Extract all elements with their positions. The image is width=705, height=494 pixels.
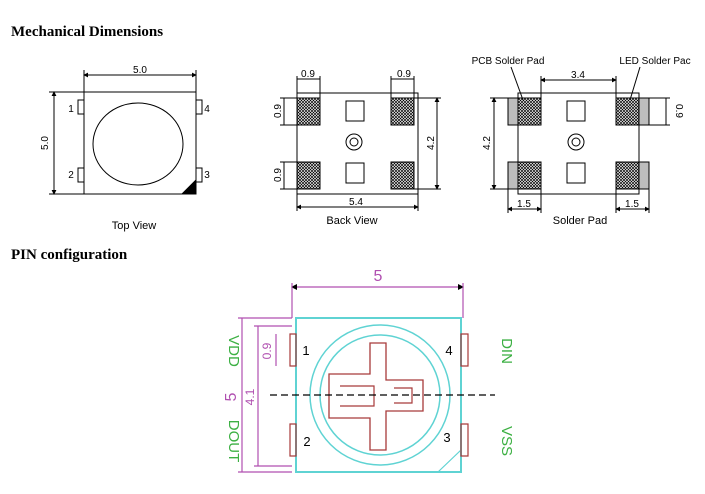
solder-pad-right-label: 1.5 (625, 199, 639, 210)
led-solder-pad (615, 97, 640, 126)
led-solder-pad (615, 161, 640, 190)
led-leader-line (629, 66, 641, 101)
top-view-pin-2-label: 2 (68, 170, 74, 181)
pin-config-pad (289, 333, 297, 367)
back-view-pad (390, 161, 415, 190)
back-view-pad-height-bottom-label: 0.9 (273, 168, 284, 182)
pin-name-vdd: VDD (225, 335, 242, 367)
pin-config-inner-label: 4.1 (243, 388, 257, 405)
back-view-pad (296, 161, 321, 190)
pin-config-pin-1-label: 1 (302, 343, 309, 358)
top-view-body (83, 91, 197, 195)
back-view-caption: Back View (326, 215, 377, 227)
back-view-pad (390, 97, 415, 126)
back-view-body (296, 92, 419, 195)
pin-config-pad-height-label: 0.9 (260, 342, 274, 359)
pcb-solder-pad (638, 161, 650, 190)
top-view-caption: Top View (112, 220, 156, 232)
led-solder-pad (517, 161, 542, 190)
solder-pad-height-label: 4.2 (482, 136, 493, 150)
solder-pad-drawing (490, 66, 670, 213)
top-view-pin-tab (195, 99, 203, 115)
back-view-ring-inner (349, 137, 359, 147)
top-view-height-label: 5.0 (40, 136, 51, 150)
pcb-solder-pad-label: PCB Solder Pad (472, 56, 545, 67)
top-view-pin-tab (77, 167, 85, 183)
top-view-pin-tab (195, 167, 203, 183)
pcb-solder-pad (638, 97, 650, 126)
pin-config-pin-4-label: 4 (445, 343, 452, 358)
solder-pad-square (566, 162, 586, 184)
mechanical-dimensions-heading: Mechanical Dimensions (11, 24, 164, 40)
back-view-square (345, 100, 365, 122)
top-view-pin-1-label: 1 (68, 104, 74, 115)
pin-name-vss: VSS (498, 426, 515, 456)
solder-pad-square (566, 100, 586, 122)
pin-config-die-inner-left (340, 385, 375, 407)
solder-pad-ring-outer (567, 133, 585, 151)
back-view-square (345, 162, 365, 184)
pin-configuration-heading: PIN configuration (11, 247, 128, 263)
top-view-pin-3-label: 3 (204, 170, 210, 181)
top-view-width-label: 5.0 (133, 65, 147, 76)
pin-config-width-label: 5 (374, 268, 383, 285)
back-view-width-label: 5.4 (349, 197, 363, 208)
solder-pad-caption: Solder Pad (553, 215, 607, 227)
pin-config-drawing (238, 283, 495, 473)
pin-config-pin-2-label: 2 (303, 434, 310, 449)
top-view-lens (92, 102, 184, 186)
pcb-solder-pad (507, 161, 519, 190)
pin-config-pad (289, 423, 297, 457)
solder-pad-body (517, 92, 640, 195)
led-solder-pad (517, 97, 542, 126)
top-view-corner-mark (180, 178, 197, 195)
back-view-pad-height-top-label: 0.9 (273, 104, 284, 118)
pcb-leader-line (510, 66, 524, 101)
top-view-pin-tab (77, 99, 85, 115)
solder-pad-spacing-label: 3.4 (571, 70, 585, 81)
pin-name-dout: DOUT (225, 420, 242, 463)
pin-config-pad (460, 333, 469, 367)
top-view-pin-4-label: 4 (204, 104, 210, 115)
solder-pad-ring-inner (571, 137, 581, 147)
pin-config-pad (460, 423, 469, 457)
pin-config-pin-3-label: 3 (443, 430, 450, 445)
solder-pad-pad-height-label: 0.9 (673, 104, 684, 118)
back-view-pad-left-label: 0.9 (301, 69, 315, 80)
back-view-ring-outer (345, 133, 363, 151)
top-view-drawing (49, 70, 203, 195)
solder-pad-left-label: 1.5 (517, 199, 531, 210)
back-view-drawing (280, 76, 441, 211)
pin-config-height-label: 5 (223, 392, 240, 401)
back-view-height-label: 4.2 (426, 136, 437, 150)
pin-name-din: DIN (498, 338, 515, 364)
pcb-solder-pad (507, 97, 519, 126)
pin-config-die-inner-right (394, 387, 413, 404)
back-view-pad-right-label: 0.9 (397, 69, 411, 80)
back-view-pad (296, 97, 321, 126)
led-solder-pad-label: LED Solder Pac (619, 56, 690, 67)
pin-config-corner-mark (436, 448, 462, 473)
pin-config-die-outline (328, 342, 424, 451)
